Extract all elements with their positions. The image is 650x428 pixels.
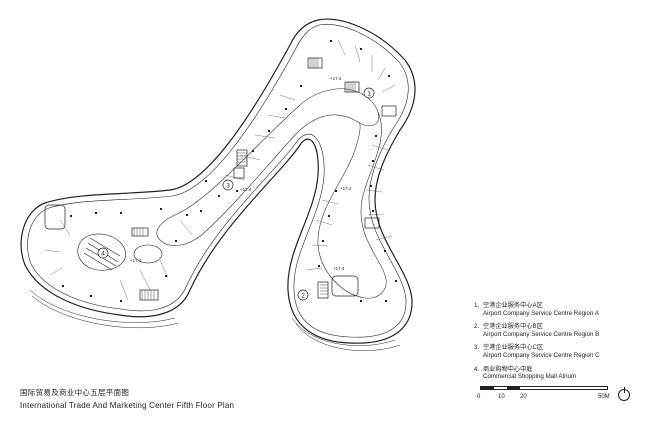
- legend-label-en: Airport Company Service Centre Region B: [483, 330, 600, 338]
- atrium-escalators: [77, 233, 163, 271]
- legend-number: 4.: [474, 365, 480, 373]
- zone-marker-1: 1: [363, 87, 375, 99]
- scale-label-0: 0: [477, 394, 481, 400]
- legend-item: 1. 空港企业服务中心A区 Airport Company Service Ce…: [474, 302, 644, 317]
- scale-bar-line: [480, 386, 608, 390]
- elevation-label: +17.4: [340, 186, 352, 191]
- structural-columns: [62, 40, 397, 302]
- building-outline: [20, 18, 416, 351]
- legend-label-zh: 空港企业服务中心B区: [483, 323, 543, 331]
- zone-marker-label: 1: [367, 91, 371, 98]
- zone-marker-label: 3: [226, 183, 230, 190]
- title-chinese: 国际贸易及商业中心五层平面图: [20, 388, 130, 397]
- legend-label-en: Airport Company Service Centre Region A: [483, 309, 599, 317]
- stair-hatching: [133, 58, 356, 300]
- title-english: International Trade And Marketing Center…: [20, 401, 235, 410]
- atrium-void: [156, 88, 387, 299]
- interior-partitions: [44, 39, 396, 301]
- legend-label-zh: 商业购物中心中庭: [483, 365, 533, 373]
- elevation-labels: +17.4 +17.4 +17.4 +17.4 +17.4: [130, 76, 352, 271]
- zone-marker-3: 3: [222, 179, 234, 191]
- elevation-label: +17.4: [240, 187, 252, 192]
- scale-bar: 0 10 20 50M: [470, 384, 630, 414]
- circulation-cores: [44, 57, 397, 301]
- legend-number: 1.: [474, 302, 480, 309]
- elevation-label: +17.4: [330, 76, 342, 81]
- legend-label-en: Commercial Shopping Mall Atrium: [483, 373, 577, 381]
- legend-number: 3.: [474, 344, 480, 352]
- zone-marker-label: 4: [101, 251, 105, 258]
- legend-item: 2. 空港企业服务中心B区 Airport Company Service Ce…: [474, 323, 644, 338]
- legend-label-zh: 空港企业服务中心A区: [483, 302, 543, 309]
- legend-label-en: Airport Company Service Centre Region C: [483, 351, 600, 359]
- drawing-title: 国际贸易及商业中心五层平面图 International Trade And M…: [20, 387, 234, 410]
- zone-marker-4: 4: [97, 247, 109, 259]
- scale-label-10: 10: [498, 394, 505, 400]
- elevation-label: +17.4: [333, 266, 345, 271]
- legend-number: 2.: [474, 323, 480, 331]
- legend: 1. 空港企业服务中心A区 Airport Company Service Ce…: [474, 302, 644, 387]
- legend-label-zh: 空港企业服务中心C区: [483, 344, 544, 352]
- north-arrow-icon: [618, 387, 630, 401]
- elevation-label: +17.4: [130, 258, 142, 263]
- legend-item: 3. 空港企业服务中心C区 Airport Company Service Ce…: [474, 344, 644, 359]
- scale-label-20: 20: [520, 394, 527, 400]
- scale-label-50m: 50M: [598, 394, 610, 400]
- zone-marker-label: 2: [301, 293, 305, 300]
- legend-item: 4. 商业购物中心中庭 Commercial Shopping Mall Atr…: [474, 366, 644, 381]
- zone-marker-2: 2: [297, 289, 309, 301]
